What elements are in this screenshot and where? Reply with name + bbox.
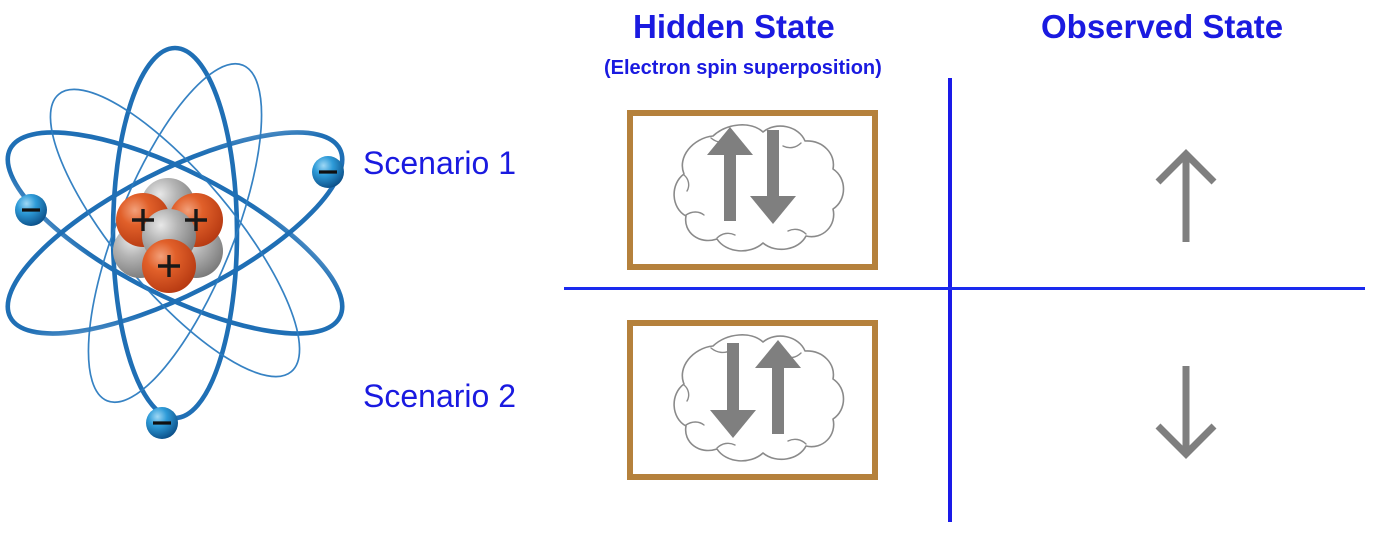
- cloud-icon: [673, 124, 845, 252]
- electron-group: [15, 156, 344, 439]
- spin-down-arrow: [710, 343, 756, 438]
- hidden-state-box-scenario-2: [627, 320, 878, 480]
- hidden-state-title: Hidden State: [633, 8, 835, 45]
- spin-down-arrow: [750, 130, 796, 224]
- vertical-divider-line: [948, 78, 952, 522]
- observed-state-arrow-scenario-1: [1141, 148, 1231, 248]
- hidden-state-box-scenario-1: [627, 110, 878, 270]
- spin-up-arrow: [755, 340, 801, 434]
- arrow-down-icon: [1155, 366, 1217, 459]
- hidden-state-cloud-scenario-2: [673, 334, 845, 462]
- scenario-2-label: Scenario 2: [363, 378, 516, 414]
- proton-plus-signs: [132, 209, 207, 277]
- orbit-path-2: [5, 130, 345, 336]
- hidden-state-cloud-scenario-1: [673, 124, 845, 252]
- observed-state-title: Observed State: [1041, 8, 1284, 45]
- nucleus-group: [113, 178, 223, 293]
- hidden-state-subtitle: (Electron spin superposition): [604, 57, 882, 79]
- arrow-up-icon: [1155, 149, 1217, 242]
- atom-illustration: [0, 8, 350, 458]
- spin-up-arrow: [707, 127, 753, 221]
- observed-state-arrow-scenario-2: [1141, 360, 1231, 460]
- scenario-1-label: Scenario 1: [363, 145, 516, 181]
- cloud-icon: [673, 334, 845, 462]
- horizontal-divider-line: [564, 287, 1365, 290]
- atom-svg: [5, 45, 345, 439]
